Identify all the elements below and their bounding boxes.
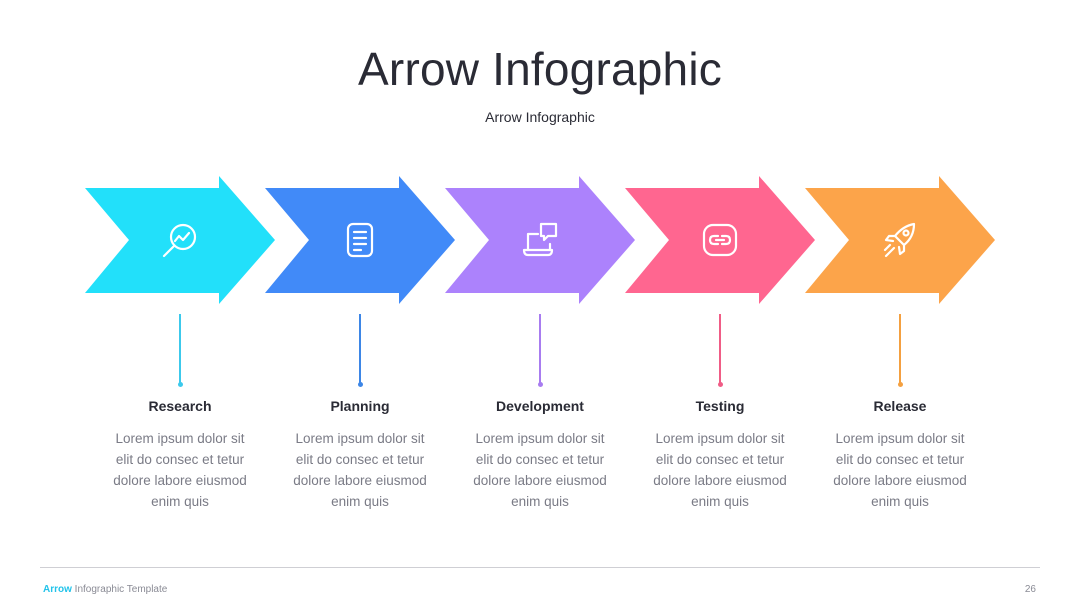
link-icon — [702, 223, 738, 257]
page-number: 26 — [1024, 584, 1036, 595]
connector-dot — [717, 382, 723, 387]
desc-line: enim quis — [151, 494, 209, 509]
desc-line: dolore labore eiusmod — [473, 473, 607, 488]
desc-line: dolore labore eiusmod — [293, 473, 427, 488]
desc-line: Lorem ipsum dolor sit — [655, 431, 785, 446]
connector-dot — [177, 382, 183, 387]
desc-line: elit do consec et tetur — [475, 452, 605, 467]
footer-label: Arrow Infographic Template — [43, 584, 167, 595]
connector-line — [719, 314, 721, 384]
laptop-chat-icon — [522, 222, 558, 257]
connector-line — [179, 314, 181, 384]
arrow-step-planning — [265, 176, 455, 304]
step-description: Lorem ipsum dolor sit elit do consec et … — [630, 428, 810, 512]
desc-line: enim quis — [871, 494, 929, 509]
step-title: Planning — [330, 398, 390, 414]
arrow-shape-planning — [265, 176, 455, 304]
step-description: Lorem ipsum dolor sit elit do consec et … — [270, 428, 450, 512]
step-description: Lorem ipsum dolor sit elit do consec et … — [810, 428, 990, 512]
footer-text: Infographic Template — [71, 584, 168, 595]
document-icon — [346, 222, 374, 258]
arrow-step-development — [445, 176, 635, 304]
connector-dot — [897, 382, 903, 387]
arrow-step-testing — [625, 176, 815, 304]
desc-line: Lorem ipsum dolor sit — [475, 431, 605, 446]
connector-dot — [537, 382, 543, 387]
page-subtitle: Arrow Infographic — [485, 109, 595, 125]
desc-line: dolore labore eiusmod — [653, 473, 787, 488]
desc-line: elit do consec et tetur — [295, 452, 425, 467]
arrow-step-release — [805, 176, 995, 304]
connector-line — [359, 314, 361, 384]
desc-line: elit do consec et tetur — [655, 452, 785, 467]
step-title: Research — [148, 398, 212, 414]
desc-line: enim quis — [331, 494, 389, 509]
arrow-step-research — [85, 176, 275, 304]
desc-line: elit do consec et tetur — [835, 452, 965, 467]
step-description: Lorem ipsum dolor sit elit do consec et … — [450, 428, 630, 512]
footer-divider — [40, 567, 1040, 568]
connector-dot — [357, 382, 363, 387]
desc-line: enim quis — [691, 494, 749, 509]
desc-line: dolore labore eiusmod — [833, 473, 967, 488]
rocket-icon — [883, 222, 916, 258]
desc-line: Lorem ipsum dolor sit — [295, 431, 425, 446]
step-description: Lorem ipsum dolor sit elit do consec et … — [90, 428, 270, 512]
arrow-shape-research — [85, 176, 275, 304]
desc-line: dolore labore eiusmod — [113, 473, 247, 488]
step-title: Testing — [695, 398, 745, 414]
desc-line: elit do consec et tetur — [115, 452, 245, 467]
magnifier-chart-icon — [162, 223, 197, 258]
desc-line: Lorem ipsum dolor sit — [835, 431, 965, 446]
connector-line — [539, 314, 541, 384]
connector-line — [899, 314, 901, 384]
desc-line: Lorem ipsum dolor sit — [115, 431, 245, 446]
step-title: Development — [496, 398, 584, 414]
footer-brand: Arrow — [43, 584, 72, 595]
desc-line: enim quis — [511, 494, 569, 509]
arrow-shape-development — [445, 176, 635, 304]
page-title: Arrow Infographic — [358, 43, 722, 95]
step-title: Release — [873, 398, 927, 414]
